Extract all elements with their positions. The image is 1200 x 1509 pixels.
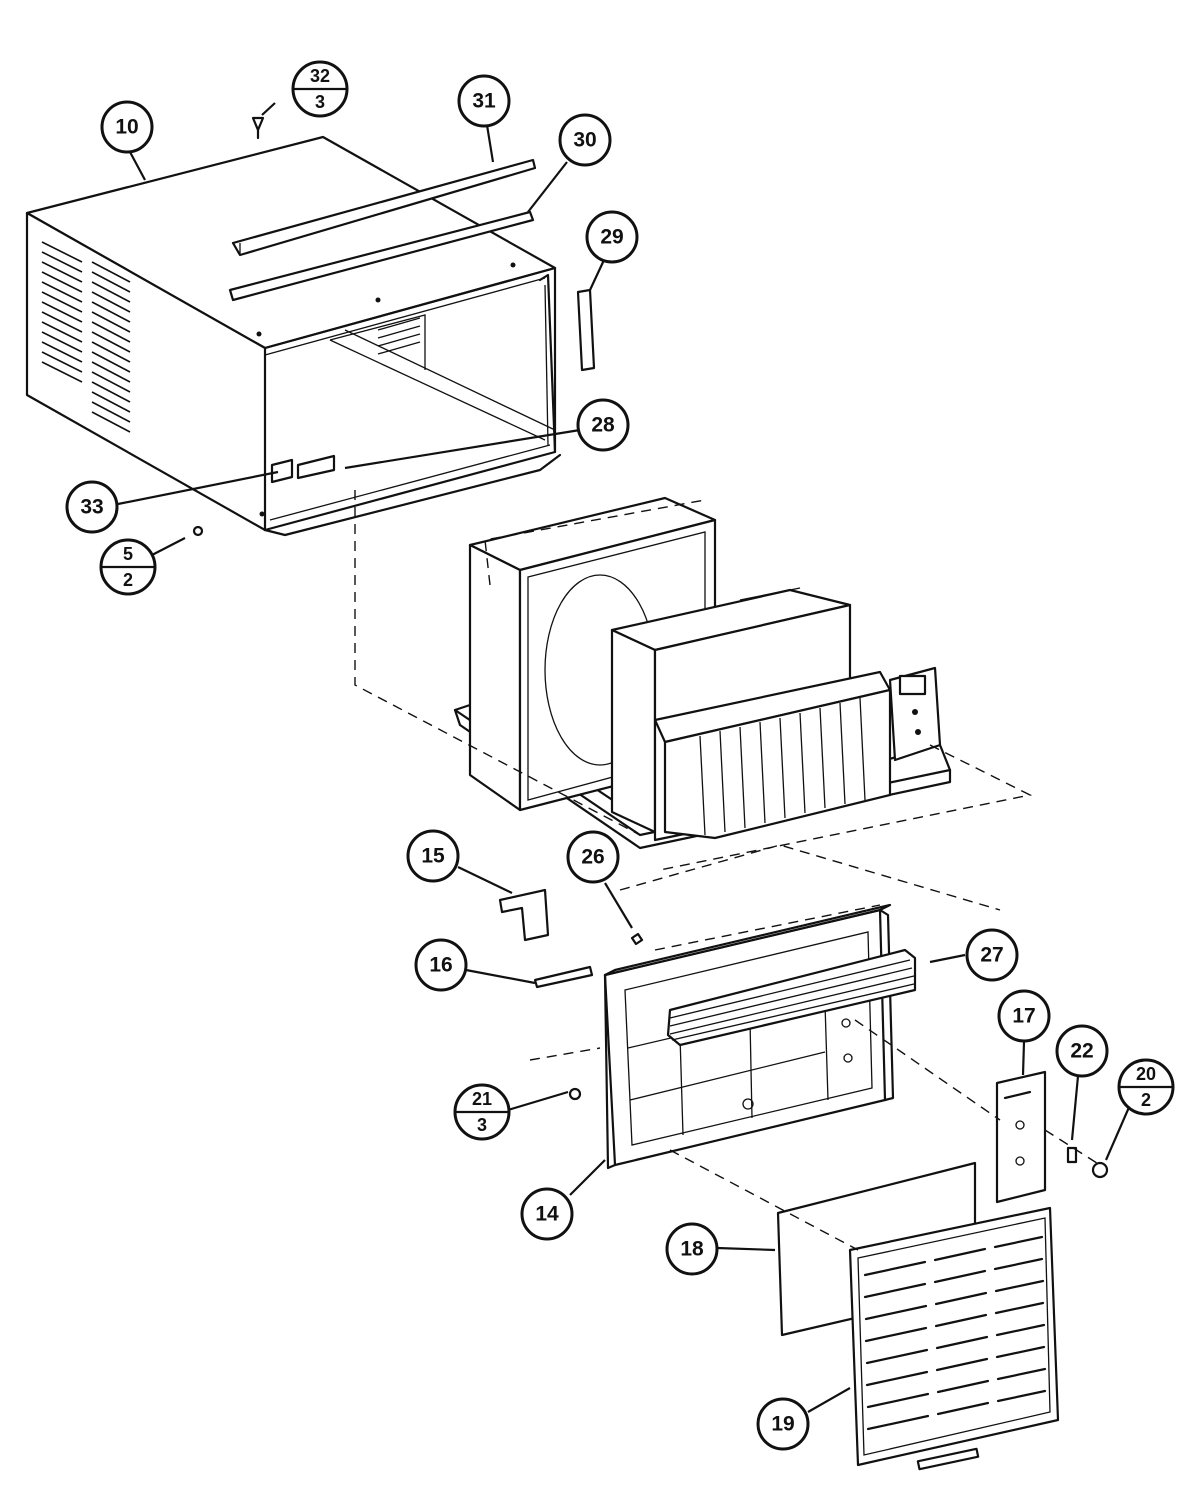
svg-text:19: 19 <box>771 1413 794 1436</box>
svg-text:5: 5 <box>123 544 133 564</box>
svg-text:14: 14 <box>535 1203 559 1226</box>
svg-text:26: 26 <box>581 846 604 869</box>
svg-text:22: 22 <box>1070 1040 1093 1063</box>
cabinet-part-10 <box>25 135 562 537</box>
louver-part-27 <box>666 948 917 1047</box>
callout-32-3: 32 3 <box>291 60 349 118</box>
plate-part-17 <box>995 1070 1047 1204</box>
strip-part-16 <box>533 965 594 989</box>
shaft-part-22 <box>1066 1146 1078 1164</box>
knob-part-20 <box>1091 1161 1109 1179</box>
svg-text:28: 28 <box>591 414 615 437</box>
svg-text:20: 20 <box>1136 1064 1156 1084</box>
callout-18: 18 <box>665 1222 719 1276</box>
callout-28: 28 <box>576 398 630 452</box>
svg-text:31: 31 <box>472 90 496 113</box>
side-vents <box>41 241 131 433</box>
svg-text:32: 32 <box>310 66 330 86</box>
callout-30: 30 <box>558 113 612 167</box>
svg-text:33: 33 <box>80 496 103 519</box>
svg-text:2: 2 <box>123 570 133 590</box>
rail-part-31 <box>231 158 537 257</box>
callout-5-2: 5 2 <box>99 538 157 596</box>
callout-10: 10 <box>100 100 154 154</box>
front-frame-part-14 <box>603 903 895 1170</box>
svg-text:29: 29 <box>600 226 623 249</box>
svg-text:21: 21 <box>472 1089 492 1109</box>
callout-29: 29 <box>585 210 639 264</box>
leader-lines <box>117 102 1132 1413</box>
callout-20-2: 20 2 <box>1117 1058 1175 1116</box>
grille-part-19 <box>848 1206 1060 1471</box>
callout-15: 15 <box>406 829 460 883</box>
seal-part-29 <box>576 288 596 372</box>
back-vents <box>377 317 421 355</box>
callout-31: 31 <box>457 74 511 128</box>
svg-text:16: 16 <box>429 954 452 977</box>
svg-text:10: 10 <box>115 116 138 139</box>
screw-part-21 <box>568 1087 582 1101</box>
screw-part-5 <box>192 525 204 537</box>
svg-text:2: 2 <box>1141 1090 1151 1110</box>
callout-16: 16 <box>414 938 468 992</box>
screw-part-32 <box>251 116 265 140</box>
grille-slots <box>863 1235 1047 1431</box>
callout-19: 19 <box>756 1397 810 1451</box>
rail-part-30 <box>228 210 535 302</box>
callout-14: 14 <box>520 1187 574 1241</box>
svg-text:18: 18 <box>680 1238 704 1261</box>
coil-fins <box>699 697 866 836</box>
svg-text:3: 3 <box>315 92 325 112</box>
svg-text:17: 17 <box>1012 1005 1035 1028</box>
callout-21-3: 21 3 <box>453 1083 511 1141</box>
callout-22: 22 <box>1055 1024 1109 1078</box>
callout-26: 26 <box>566 830 620 884</box>
svg-text:27: 27 <box>980 944 1003 967</box>
callout-33: 33 <box>65 480 119 534</box>
callout-27: 27 <box>965 928 1019 982</box>
bracket-part-15 <box>498 888 550 942</box>
assembly-guide-lines <box>354 490 1101 1251</box>
chassis-assembly <box>453 496 952 850</box>
svg-text:15: 15 <box>421 845 445 868</box>
callout-17: 17 <box>997 989 1051 1043</box>
svg-text:3: 3 <box>477 1115 487 1135</box>
clip-part-26 <box>630 932 644 946</box>
svg-text:30: 30 <box>573 129 596 152</box>
